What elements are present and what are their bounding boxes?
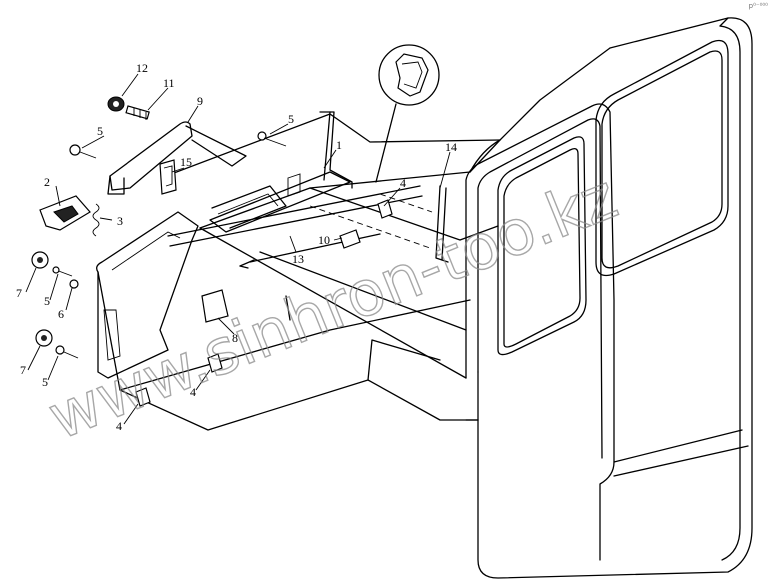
callout-2: 2: [44, 175, 50, 189]
callout-labels: 12 11 9 5 5 1 14 15 2 3 4 10 13 7 5 6 8 …: [16, 61, 457, 433]
part-5-screw-lower: [55, 345, 79, 359]
part-4-clip-center: [207, 353, 223, 373]
callout-5: 5: [97, 124, 103, 138]
callout-6: 6: [58, 307, 64, 321]
callout-10: 10: [318, 233, 330, 247]
part-3-spring: [92, 203, 100, 237]
callout-7: 7: [16, 286, 22, 300]
part-8-pad: [201, 289, 229, 323]
part-12-grommet: [107, 96, 125, 112]
callout-1: 1: [336, 138, 342, 152]
part-4-clip-right: [377, 199, 393, 219]
detail-view: [375, 44, 440, 183]
floor-assembly: [96, 111, 501, 431]
callout-13: 13: [292, 252, 304, 266]
callout-14: 14: [445, 140, 457, 154]
cab-body: [465, 17, 753, 579]
callout-9: 9: [197, 94, 203, 108]
callout-15: 15: [180, 155, 192, 169]
part-4-clip-bottom: [135, 387, 151, 407]
part-7-cap-upper: [31, 251, 49, 269]
callout-8: 8: [232, 331, 238, 345]
callout-12: 12: [136, 61, 148, 75]
part-11-bolt: [125, 105, 150, 120]
part-2-lamp: [39, 195, 91, 231]
part-7-cap-lower: [35, 329, 53, 347]
callout-5: 5: [44, 294, 50, 308]
part-10-latch: [339, 229, 361, 249]
callout-4: 4: [190, 385, 196, 399]
callout-5: 5: [288, 112, 294, 126]
callout-4: 4: [400, 176, 406, 190]
part-15-clip: [159, 159, 177, 195]
callout-4: 4: [116, 419, 122, 433]
callout-3: 3: [117, 214, 123, 228]
leader-lines: [25, 73, 451, 425]
corner-mark: 𝗉⁰⁻⁰⁰⁰: [748, 3, 768, 10]
callout-7: 7: [20, 363, 26, 377]
part-5-screw-top: [257, 131, 287, 147]
part-6-washer: [52, 266, 79, 289]
part-5-screw-left: [69, 144, 97, 159]
callout-5: 5: [42, 375, 48, 389]
callout-11: 11: [163, 76, 175, 90]
